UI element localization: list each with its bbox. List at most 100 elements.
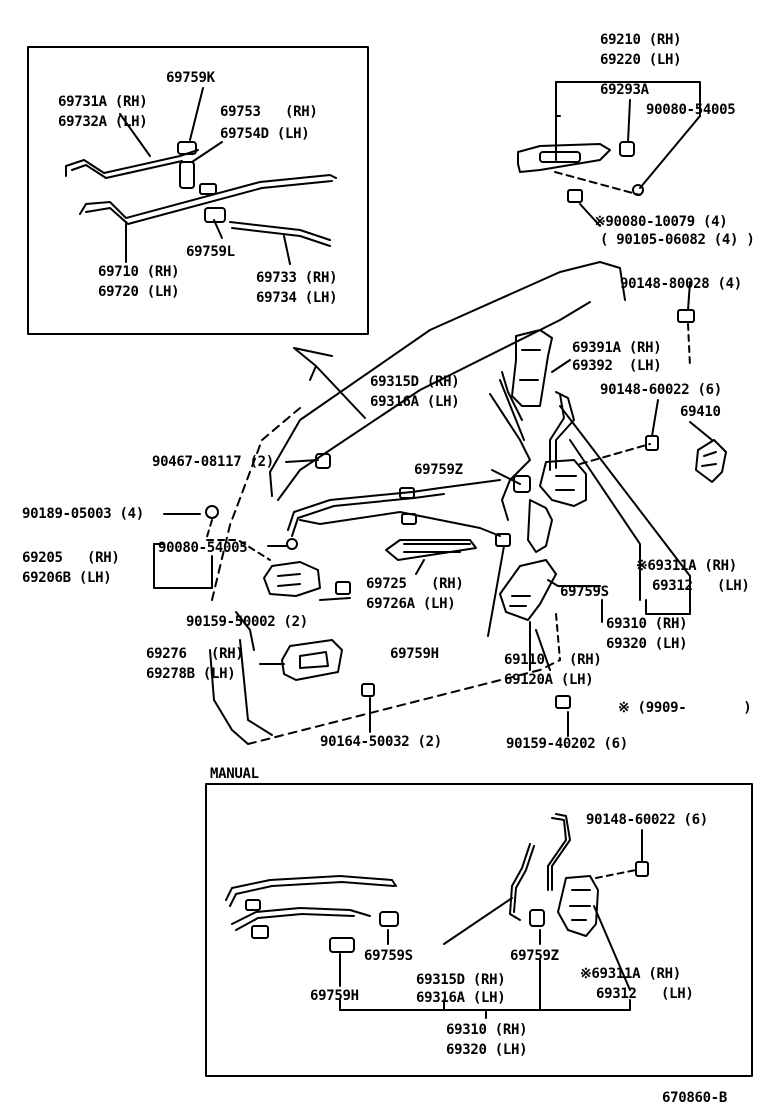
- manual-label-69759h: 69759H: [310, 988, 359, 1004]
- manual-label-69312: 69312 (LH): [596, 986, 694, 1002]
- cover-69410[interactable]: [695, 439, 727, 483]
- label-90105-06082: ( 90105-06082 (4) ): [600, 232, 755, 248]
- label-69312: 69312 (LH): [652, 578, 750, 594]
- manual-bolt: [635, 861, 649, 877]
- screw-90164: [361, 683, 375, 697]
- label-69315d: 69315D (RH): [370, 374, 460, 390]
- rod-69710-main: [287, 479, 501, 531]
- manual-label-69316a: 69316A (LH): [416, 990, 506, 1006]
- label-90159-50002: 90159-50002 (2): [186, 614, 308, 630]
- bracket-69725[interactable]: [385, 539, 477, 561]
- inset-manual-frame: [205, 783, 753, 1077]
- label-90148-60022: 90148-60022 (6): [600, 382, 722, 398]
- label-69710: 69710 (RH): [98, 264, 180, 280]
- label-90467-08117: 90467-08117 (2): [152, 454, 274, 470]
- label-69220: 69220 (LH): [600, 52, 682, 68]
- screw-90080-54005: [286, 538, 298, 550]
- rod-69733-b: [231, 227, 331, 247]
- manual-label-69759s: 69759S: [364, 948, 413, 964]
- door-panel-outline[interactable]: [211, 407, 301, 601]
- label-9909: ※ (9909- ): [618, 700, 752, 716]
- outside-handle[interactable]: [517, 143, 611, 173]
- rod-69710-b: [85, 180, 333, 225]
- label-69726a: 69726A (LH): [366, 596, 456, 612]
- screw-90159-50002: [335, 581, 351, 595]
- rod-69733: [229, 221, 331, 241]
- manual-label-69311a: ※69311A (RH): [580, 966, 681, 982]
- label-69754d: 69754D (LH): [220, 126, 310, 142]
- label-69759h: 69759H: [390, 646, 439, 662]
- bracket-lower: [527, 499, 553, 553]
- manual-title: MANUAL: [210, 766, 259, 782]
- rod-69315d: [489, 393, 531, 521]
- label-90080-54005: 90080-54005: [158, 540, 248, 556]
- label-69120a: 69120A (LH): [504, 672, 594, 688]
- label-69276: 69276 (RH): [146, 646, 244, 662]
- manual-rod-lower: [231, 907, 371, 925]
- label-69732a: 69732A (LH): [58, 114, 148, 130]
- screw-90159-40202: [555, 695, 571, 709]
- manual-rod-link: [551, 813, 571, 891]
- manual-rod-69315d: [509, 843, 531, 921]
- screw-90080: [567, 189, 583, 203]
- bolt-90148-60022: [645, 435, 659, 451]
- clip-69759k: [177, 141, 197, 155]
- bezel-69276[interactable]: [281, 639, 343, 681]
- label-69759s: 69759S: [560, 584, 609, 600]
- label-69392: 69392 (LH): [572, 358, 662, 374]
- manual-clip-69759z: [529, 909, 545, 927]
- label-90164-50032: 90164-50032 (2): [320, 734, 442, 750]
- clip-69759z: [513, 475, 531, 493]
- label-90189-05003: 90189-05003 (4): [22, 506, 144, 522]
- label-69311a: ※69311A (RH): [636, 558, 737, 574]
- inset-top-frame: [27, 46, 369, 335]
- label-90080-10079: ※90080-10079 (4): [594, 214, 728, 230]
- label-69110: 69110 (RH): [504, 652, 602, 668]
- label-90080-54005-top: 90080-54005: [646, 102, 736, 118]
- label-69731a: 69731A (RH): [58, 94, 148, 110]
- manual-label-90148-60022: 90148-60022 (6): [586, 812, 708, 828]
- label-69310: 69310 (RH): [606, 616, 688, 632]
- door-window-inner: [277, 301, 591, 501]
- label-69725: 69725 (RH): [366, 576, 464, 592]
- manual-clip-69759s: [379, 911, 399, 927]
- manual-label-69320: 69320 (LH): [446, 1042, 528, 1058]
- label-69759z: 69759Z: [414, 462, 463, 478]
- rod-69733-main: [299, 511, 501, 537]
- manual-lock-assembly[interactable]: [557, 875, 599, 937]
- rod-69731a-b: [71, 160, 183, 179]
- label-69316a: 69316A (LH): [370, 394, 460, 410]
- figure-code: 670860-B: [662, 1090, 728, 1106]
- clip-90467: [315, 453, 331, 469]
- label-69753: 69753 (RH): [220, 104, 318, 120]
- label-69720: 69720 (LH): [98, 284, 180, 300]
- label-90148-80028: 90148-80028 (4): [620, 276, 742, 292]
- handle-69205[interactable]: [263, 561, 321, 597]
- label-69759k: 69759K: [166, 70, 215, 86]
- lock-assembly[interactable]: [539, 459, 587, 507]
- rod-lock-link: [555, 391, 575, 469]
- actuator-69110[interactable]: [499, 559, 557, 621]
- bracket-69391a[interactable]: [511, 329, 553, 407]
- label-69278b: 69278B (LH): [146, 666, 236, 682]
- label-69734: 69734 (LH): [256, 290, 338, 306]
- label-69410: 69410: [680, 404, 721, 420]
- manual-label-69315d: 69315D (RH): [416, 972, 506, 988]
- label-69391a: 69391A (RH): [572, 340, 662, 356]
- manual-label-69759z: 69759Z: [510, 948, 559, 964]
- label-69293a: 69293A: [600, 82, 649, 98]
- label-69733: 69733 (RH): [256, 270, 338, 286]
- label-69210: 69210 (RH): [600, 32, 682, 48]
- bolt-90148-80028: [677, 309, 695, 323]
- label-69206b: 69206B (LH): [22, 570, 112, 586]
- rod-69710: [79, 174, 337, 219]
- label-69759l: 69759L: [186, 244, 235, 260]
- label-69320: 69320 (LH): [606, 636, 688, 652]
- clip-inset-mid: [199, 183, 217, 195]
- clip-69753: [179, 161, 195, 189]
- clip-90189: [205, 505, 219, 519]
- door-window-frame: [269, 261, 626, 497]
- door-panel-lower: [247, 659, 561, 745]
- manual-clip-69759h: [329, 937, 355, 953]
